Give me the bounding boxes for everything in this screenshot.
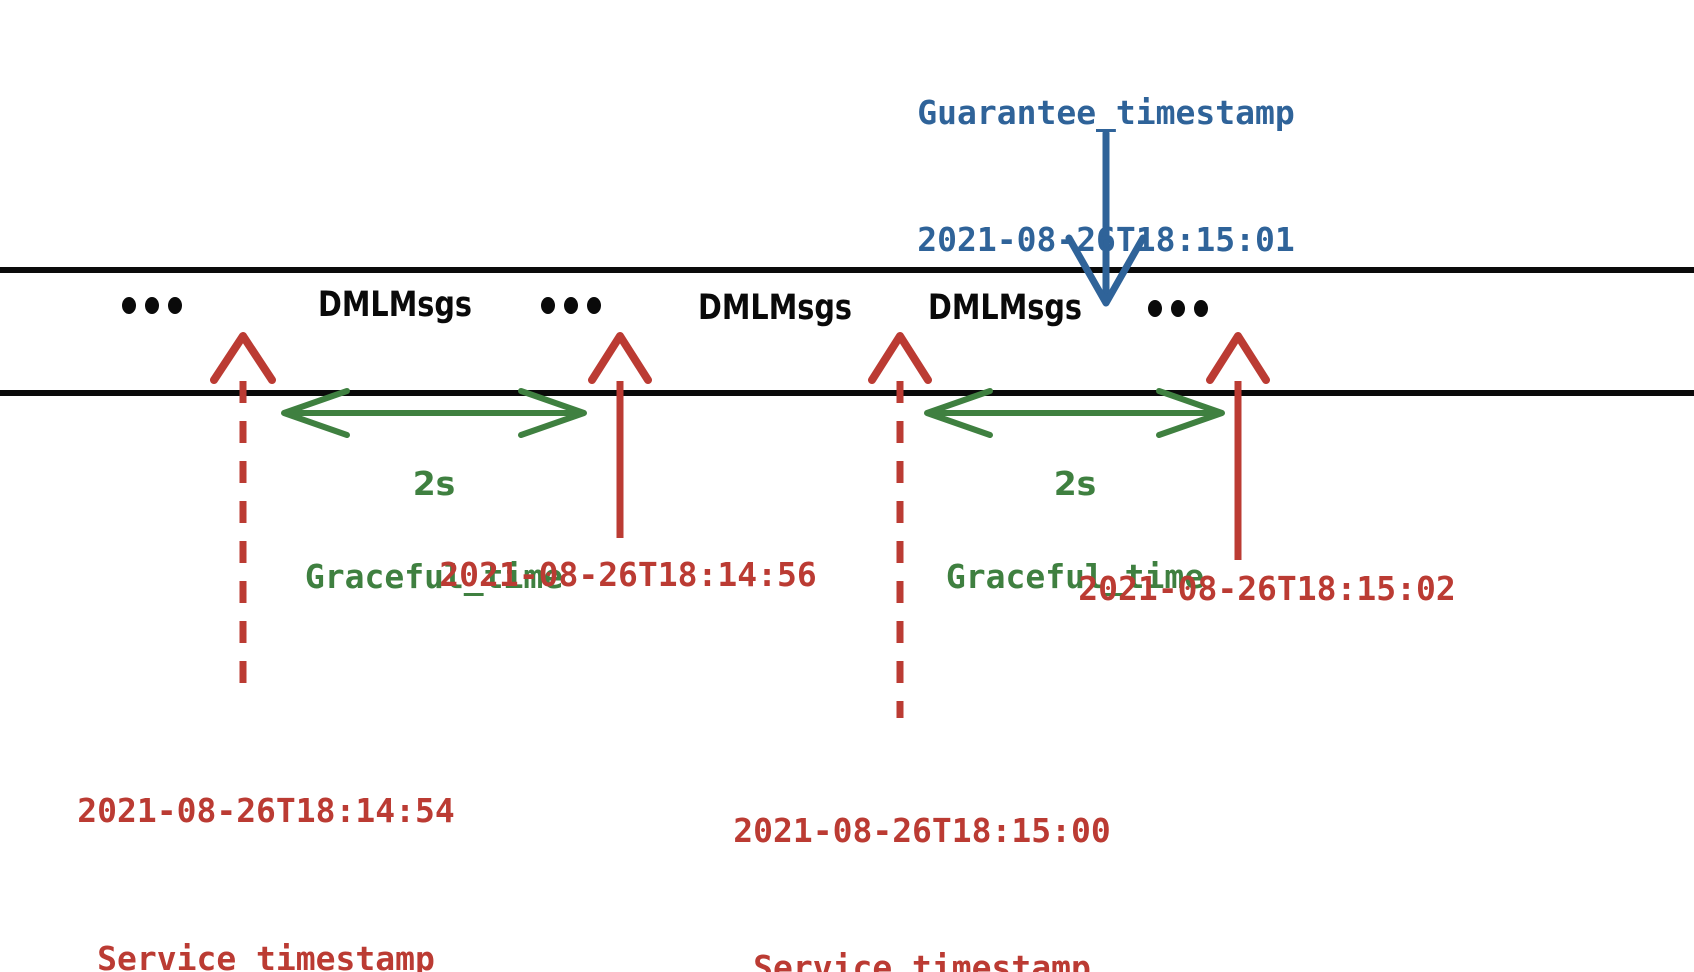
stream-ellipsis-3 [1148,300,1208,317]
stream-ellipsis-1 [122,297,182,314]
stream-message-block-1: DMLMsgs [318,285,472,325]
graceful-time-duration-1: 2s [412,463,456,503]
guarantee-timestamp-name: Guarantee_timestamp [917,93,1295,133]
graceful-time-arrow-2 [924,388,1225,438]
graceful-time-name-1: Graceful_time [304,557,564,597]
service-timestamp-block-1: 2021-08-26T18:15:00 Service_timestamp ① [712,726,1132,972]
graceful-time-name-2: Graceful_time [945,557,1205,597]
stream-message-block-3: DMLMsgs [928,288,1082,328]
guarantee-timestamp-arrow [1065,129,1147,307]
guarantee-timestamp-label: Guarantee_timestamp 2021-08-26T18:15:01 [906,8,1306,346]
graceful-time-label-1: 2s Graceful_time [284,422,584,639]
graceful-time-duration-2: 2s [1053,463,1097,503]
graceful-end-timestamp-2: 2021-08-26T18:15:02 [1078,569,1456,608]
stream-ellipsis-2 [541,297,601,314]
graceful-time-label-2: 2s Graceful_time [925,422,1225,639]
service-timestamp-role-1: Service_timestamp [753,948,1091,972]
service-timestamp-block-2: 2021-08-26T18:14:54 Service_timestamp ② [56,706,476,972]
service-timestamp-value-2: 2021-08-26T18:14:54 [77,791,455,831]
service-timestamp-marker-2 [210,332,276,700]
stream-message-block-2: DMLMsgs [698,288,852,328]
graceful-end-timestamp-1: 2021-08-26T18:14:56 [439,555,817,594]
guarantee-timestamp-value: 2021-08-26T18:15:01 [917,220,1295,260]
service-timestamp-value-1: 2021-08-26T18:15:00 [733,811,1111,851]
graceful-time-arrow-1 [281,388,587,438]
service-timestamp-role-2: Service_timestamp [97,939,435,972]
graceful-end-marker-1 [588,332,652,538]
service-timestamp-marker-1 [868,332,932,718]
graceful-end-marker-2 [1206,332,1270,560]
